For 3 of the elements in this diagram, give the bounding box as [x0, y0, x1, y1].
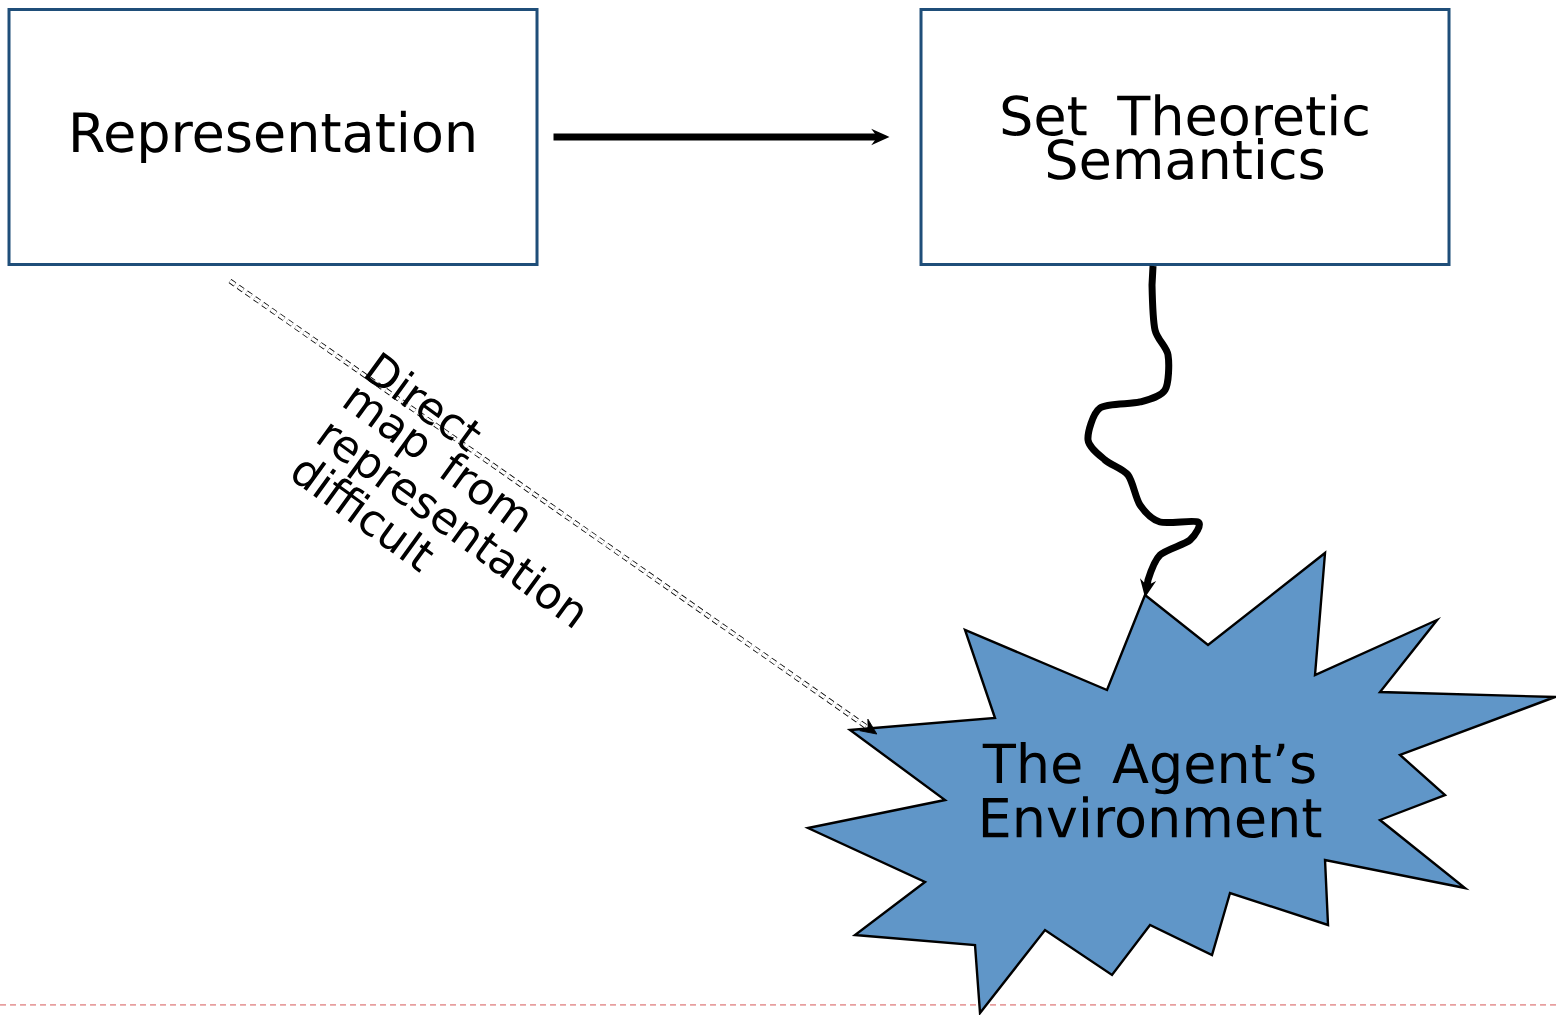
process-box: Representation — [7, 8, 539, 266]
process-box: Set Theoretic Semantics — [919, 8, 1451, 266]
arrow — [228, 279, 878, 735]
